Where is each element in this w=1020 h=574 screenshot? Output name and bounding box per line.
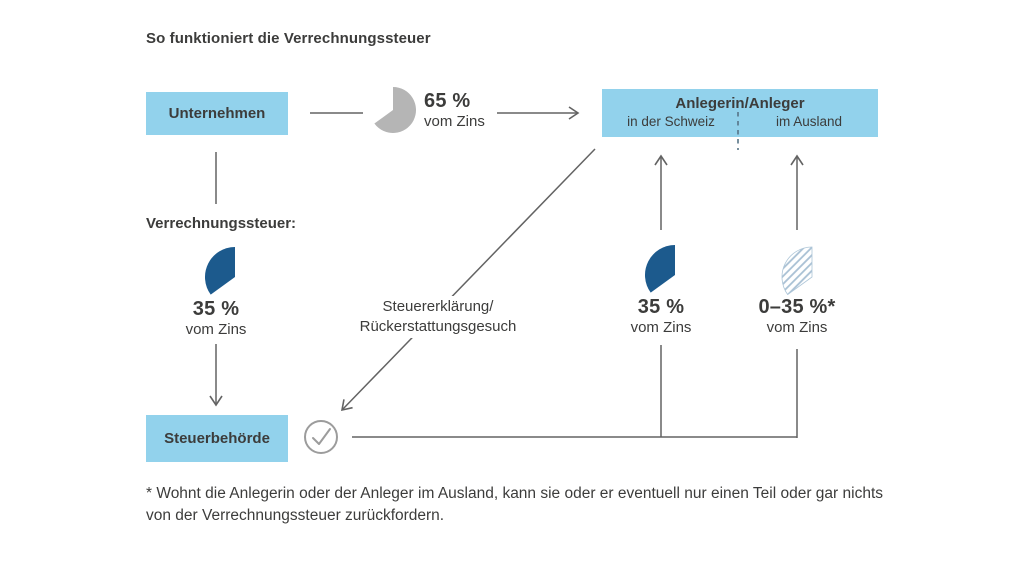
node-anleger-sublabels: in der Schweiz im Ausland (602, 114, 878, 129)
node-anleger-right-label: im Ausland (775, 114, 843, 129)
page-title: So funktioniert die Verrechnungssteuer (146, 30, 431, 47)
declaration-label: Steuererklärung/ Rückerstattungsgesuch (352, 296, 524, 338)
interest-share-pct: 65 % (424, 90, 471, 112)
refund-ch-label: 35 % vom Zins (596, 296, 726, 338)
node-steuerbehoerde: Steuerbehörde (146, 415, 288, 462)
footnote: * Wohnt die Anlegerin oder der Anleger i… (146, 485, 883, 524)
node-unternehmen: Unternehmen (146, 92, 288, 135)
withholding-tax-unit: vom Zins (185, 321, 247, 338)
withholding-tax-share-label: 35 % vom Zins (151, 298, 281, 340)
node-anleger-left-label: in der Schweiz (627, 114, 715, 129)
node-anleger: Anlegerin/Anleger in der Schweiz im Ausl… (602, 89, 878, 137)
interest-share-label: 65 % vom Zins (424, 90, 534, 132)
withholding-tax-label: Verrechnungssteuer: (146, 215, 297, 232)
declaration-line2: Rückerstattungsgesuch (359, 318, 517, 335)
node-anleger-title: Anlegerin/Anleger (675, 95, 805, 112)
withholding-tax-pct: 35 % (192, 298, 240, 320)
interest-share-unit: vom Zins (424, 113, 485, 130)
node-unternehmen-label: Unternehmen (168, 105, 266, 122)
refund-ch-unit: vom Zins (630, 319, 692, 336)
declaration-line1: Steuererklärung/ (382, 298, 494, 315)
refund-abroad-label: 0–35 %* vom Zins (732, 296, 862, 338)
refund-ch-pct: 35 % (637, 296, 685, 318)
refund-abroad-unit: vom Zins (766, 319, 828, 336)
refund-abroad-pct: 0–35 %* (758, 296, 836, 318)
node-steuerbehoerde-label: Steuerbehörde (164, 430, 270, 447)
